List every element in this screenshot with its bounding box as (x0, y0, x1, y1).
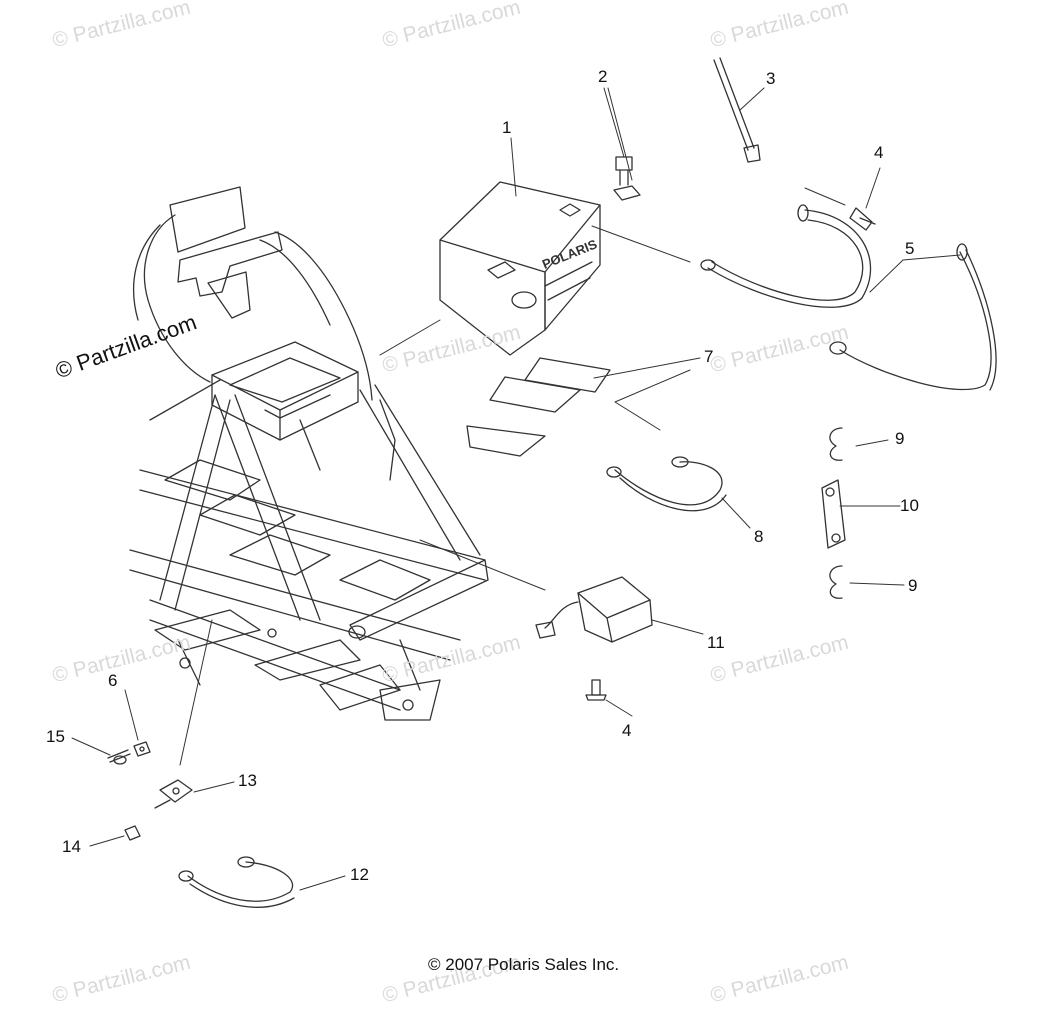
nut-14 (124, 825, 141, 841)
callout-4-top: 4 (874, 143, 884, 162)
callout-13: 13 (238, 771, 257, 790)
tie-strap (713, 57, 761, 163)
decals (466, 357, 611, 457)
leader-lines (71, 87, 961, 891)
cable-12 (178, 856, 295, 908)
callout-15: 15 (46, 727, 65, 746)
screw-top (849, 207, 876, 231)
callout-8: 8 (754, 527, 764, 546)
callout-2: 2 (598, 67, 608, 86)
callout-1: 1 (502, 118, 512, 137)
callout-9-top: 9 (895, 429, 905, 448)
battery-cables (700, 204, 997, 391)
callout-3: 3 (766, 69, 776, 88)
vehicle-frame (129, 186, 489, 721)
nut-6 (133, 741, 151, 757)
callout-9-lower: 9 (908, 576, 918, 595)
fuse-box (535, 576, 653, 643)
callout-7: 7 (704, 347, 714, 366)
copyright-text: © 2007 Polaris Sales Inc. (428, 955, 620, 974)
callout-6: 6 (108, 671, 118, 690)
retainer-clips (829, 427, 843, 599)
callout-12: 12 (350, 865, 369, 884)
ground-cable (606, 456, 727, 512)
callout-14: 14 (62, 837, 81, 856)
bolt-15 (107, 749, 131, 765)
link-bar (821, 479, 846, 549)
callout-10: 10 (900, 496, 919, 515)
callout-4-lower: 4 (622, 721, 632, 740)
terminal-bolt (613, 156, 641, 201)
screw-lower (585, 679, 607, 701)
terminal-post (154, 779, 193, 809)
callout-11: 11 (707, 633, 725, 652)
battery (439, 181, 601, 356)
callout-5: 5 (905, 239, 915, 258)
